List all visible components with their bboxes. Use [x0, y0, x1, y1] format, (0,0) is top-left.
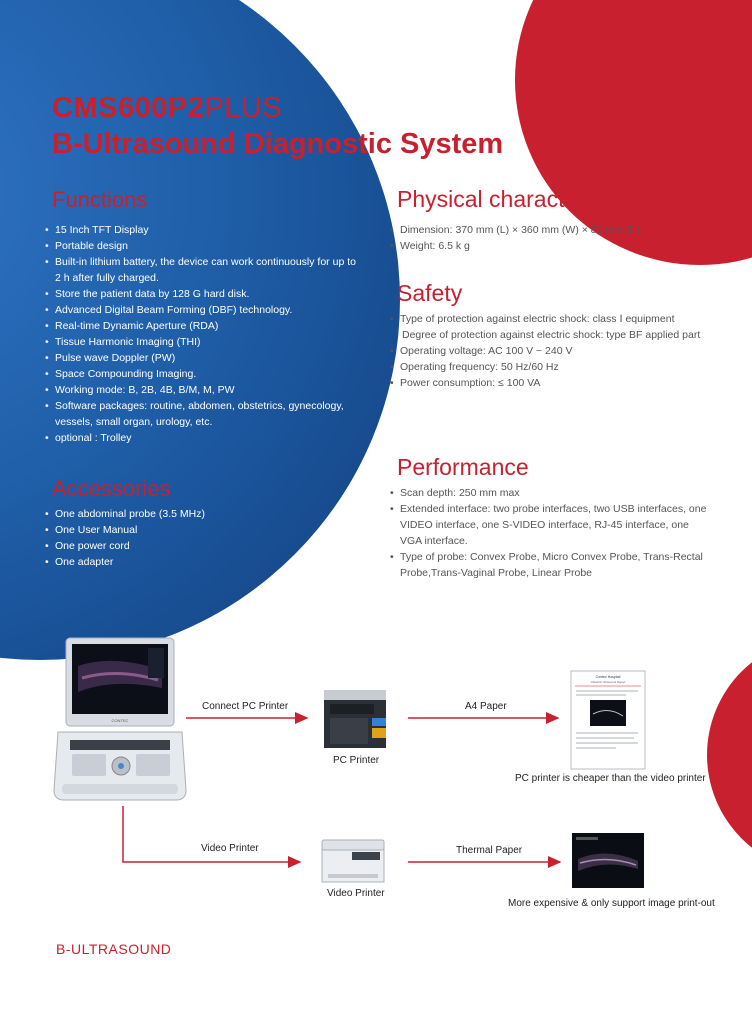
list-item: Type of protection against electric shoc… — [390, 311, 725, 343]
thermal-paper-label: Thermal Paper — [456, 845, 523, 856]
list-item: Built-in lithium battery, the device can… — [45, 254, 357, 286]
accessories-heading: Accessories — [52, 476, 171, 501]
model-name-thin: PLUS — [204, 92, 283, 124]
ultrasound-device-image: CONTEC — [53, 637, 187, 801]
list-item: 15 Inch TFT Display — [45, 222, 357, 238]
video-printer-label: Video Printer — [327, 888, 385, 899]
model-name-bold: CMS600P2 — [52, 92, 205, 124]
report-title: Contec Hospital — [596, 675, 621, 679]
a4-paper-label: A4 Paper — [465, 701, 507, 712]
list-item: Pulse wave Doppler (PW) — [45, 350, 357, 366]
thermal-print-image — [572, 833, 644, 888]
safety-line-1: Type of protection against electric shoc… — [400, 313, 675, 325]
safety-heading: Safety — [397, 280, 463, 306]
list-item: Real-time Dynamic Aperture (RDA) — [45, 318, 357, 334]
list-item: Advanced Digital Beam Forming (DBF) tech… — [45, 302, 357, 318]
accessories-list: One abdominal probe (3.5 MHz) One User M… — [45, 506, 345, 570]
list-item: Weight: 6.5 k g — [390, 238, 720, 254]
list-item: Tissue Harmonic Imaging (THI) — [45, 334, 357, 350]
list-item: One adapter — [45, 554, 345, 570]
a4-report-image: Contec Hospital Obstetric Ultrasound Rep… — [570, 670, 646, 770]
pc-printer-image — [324, 690, 386, 748]
video-printer-arrow-label: Video Printer — [201, 843, 259, 854]
pc-printer-label: PC Printer — [333, 755, 380, 766]
safety-line-1b: Degree of protection against electric sh… — [402, 329, 701, 341]
list-item: Working mode: B, 2B, 4B, B/M, M, PW — [45, 382, 357, 398]
report-subtitle: Obstetric Ultrasound Report — [591, 680, 626, 684]
list-item: Space Compounding Imaging. — [45, 366, 357, 382]
list-item: Dimension: 370 mm (L) × 360 mm (W) × 80 … — [390, 222, 720, 238]
list-item: Operating voltage: AC 100 V ~ 240 V — [390, 343, 725, 359]
arrow-video-printer — [122, 806, 302, 868]
list-item: Operating frequency: 50 Hz/60 Hz — [390, 359, 725, 375]
page-title: B-Ultrasound Diagnostic System — [52, 128, 504, 160]
list-item: Type of probe: Convex Probe, Micro Conve… — [390, 549, 710, 581]
model-name: CMS600P2PLUS — [52, 92, 282, 125]
list-item: Scan depth: 250 mm max — [390, 485, 710, 501]
video-printer-note: More expensive & only support image prin… — [508, 898, 715, 909]
performance-list: Scan depth: 250 mm max Extended interfac… — [390, 485, 710, 581]
list-item: Portable design — [45, 238, 357, 254]
footer-label: B-ULTRASOUND — [56, 941, 172, 957]
functions-heading: Functions — [52, 187, 148, 212]
list-item: Software packages: routine, abdomen, obs… — [45, 398, 357, 430]
list-item: Extended interface: two probe interfaces… — [390, 501, 710, 549]
red-circle-right — [707, 662, 752, 848]
red-circle-top-right — [515, 0, 752, 265]
safety-list: Type of protection against electric shoc… — [390, 311, 725, 391]
physical-heading: Physical characteristic — [397, 186, 625, 212]
list-item: One power cord — [45, 538, 345, 554]
list-item: Store the patient data by 128 G hard dis… — [45, 286, 357, 302]
list-item: One User Manual — [45, 522, 345, 538]
device-brand: CONTEC — [112, 718, 129, 723]
list-item: Power consumption: ≤ 100 VA — [390, 375, 725, 391]
list-item: One abdominal probe (3.5 MHz) — [45, 506, 345, 522]
list-item: optional : Trolley — [45, 430, 357, 446]
functions-list: 15 Inch TFT Display Portable design Buil… — [45, 222, 357, 446]
performance-heading: Performance — [397, 454, 529, 480]
physical-list: Dimension: 370 mm (L) × 360 mm (W) × 80 … — [390, 222, 720, 254]
connect-pc-printer-label: Connect PC Printer — [202, 701, 289, 712]
pc-printer-note: PC printer is cheaper than the video pri… — [515, 773, 706, 784]
video-printer-image — [321, 839, 385, 883]
